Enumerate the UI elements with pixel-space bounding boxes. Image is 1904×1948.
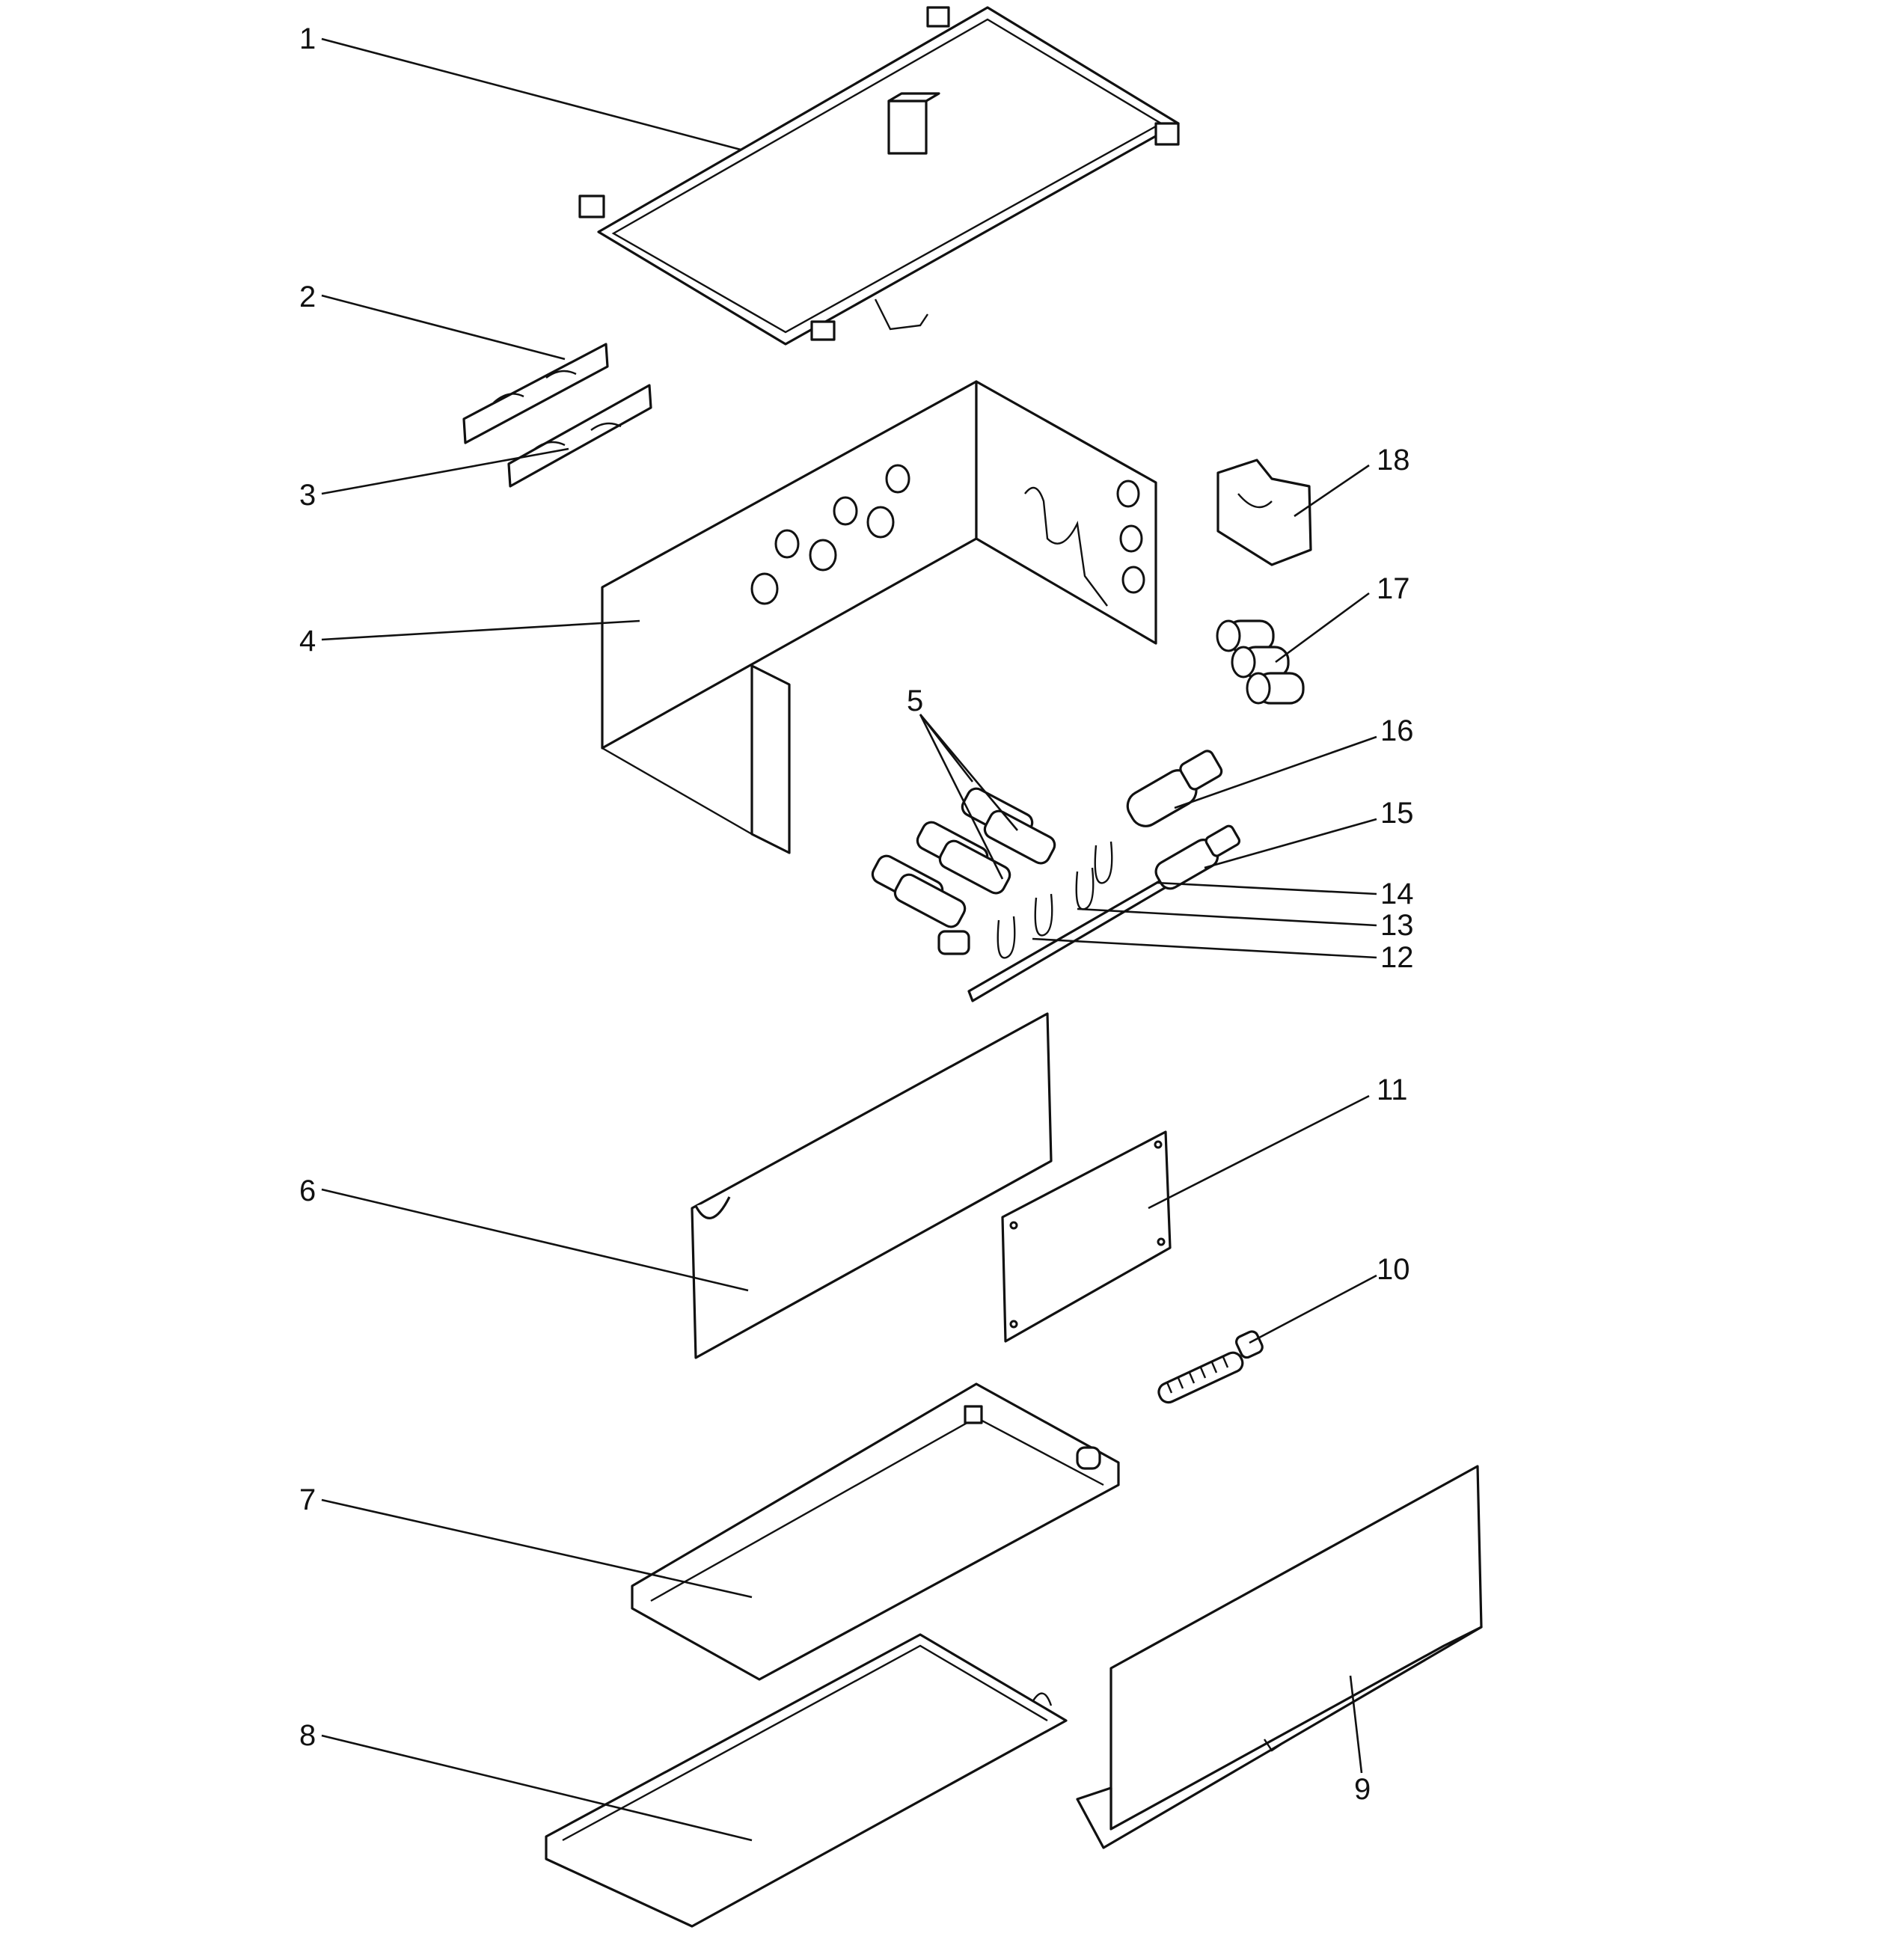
valve-pipe-assembly: [871, 750, 1241, 1002]
leader-lines: [321, 37, 1377, 1842]
part-2-bracket: [462, 343, 609, 444]
callout-11: 11: [1377, 1073, 1408, 1106]
callout-16: 16: [1380, 714, 1414, 747]
callout-4: 4: [299, 625, 316, 658]
part-18-bracket: [1216, 459, 1312, 566]
callout-12: 12: [1380, 941, 1414, 974]
callout-13: 13: [1380, 909, 1414, 942]
callout-15: 15: [1380, 797, 1414, 830]
part-8-bottom-tray: [545, 1633, 1068, 1928]
callout-labels: 1 2 3 4 5 6 7 8 9 10 11 12 13 14 15 16 1…: [299, 22, 1414, 1806]
part-17-spacers: [1216, 619, 1305, 705]
part-1-top-frame: [578, 6, 1180, 346]
part-7-drain-pan: [631, 1382, 1120, 1681]
part-4-enclosure: [601, 380, 1157, 854]
part-10-flex-hose: [1157, 1330, 1264, 1404]
callout-8: 8: [299, 1719, 316, 1752]
part-9-side-panel: [1076, 1465, 1483, 1849]
callout-1: 1: [299, 22, 316, 55]
callout-2: 2: [299, 281, 316, 313]
callout-17: 17: [1377, 572, 1410, 605]
callout-7: 7: [299, 1483, 316, 1516]
callout-5: 5: [907, 684, 923, 717]
callout-6: 6: [299, 1174, 316, 1207]
callout-3: 3: [299, 479, 316, 512]
callout-18: 18: [1377, 444, 1410, 477]
part-6-front-panel: [691, 1012, 1053, 1359]
part-3-bracket: [507, 384, 652, 488]
callout-9: 9: [1354, 1773, 1371, 1806]
callout-14: 14: [1380, 877, 1414, 910]
callout-10: 10: [1377, 1253, 1410, 1286]
part-11-cover-plate: [1001, 1130, 1172, 1343]
